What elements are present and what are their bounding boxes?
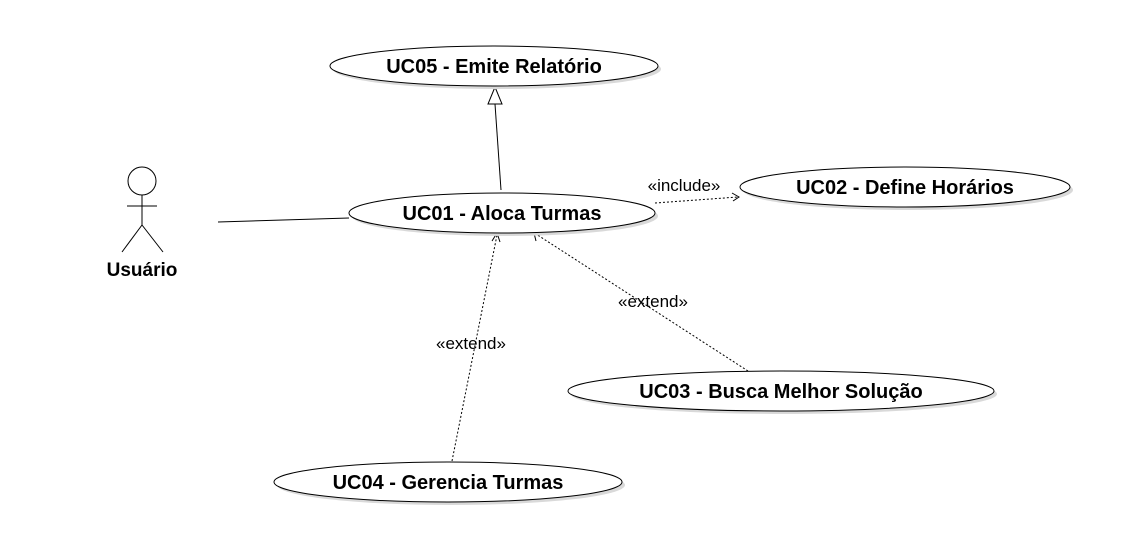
- use-case-uc02[interactable]: UC02 - Define Horários: [739, 166, 1073, 210]
- uc02-ellipse: [739, 166, 1071, 208]
- actor-left-leg: [121, 224, 143, 253]
- use-case-uc03[interactable]: UC03 - Busca Melhor Solução: [567, 370, 997, 414]
- generalization-line: [494, 103, 502, 191]
- actor-usuario[interactable]: Usuário: [107, 166, 178, 281]
- uc03-label: UC03 - Busca Melhor Solução: [639, 381, 922, 403]
- uc01-ellipse: [348, 192, 656, 234]
- include-line: [654, 196, 739, 204]
- uc05-label: UC05 - Emite Relatório: [386, 56, 602, 78]
- include-label: «include»: [648, 176, 721, 195]
- use-case-uc05[interactable]: UC05 - Emite Relatório: [329, 45, 661, 89]
- extend-line-uc04: [451, 234, 498, 462]
- include-arrowhead: [731, 192, 740, 202]
- generalization-arrowhead: [487, 85, 503, 105]
- uc04-ellipse: [273, 461, 623, 503]
- extend-label-uc03: «extend»: [618, 292, 688, 311]
- uc03-ellipse: [567, 370, 995, 412]
- use-case-uc04[interactable]: UC04 - Gerencia Turmas: [273, 461, 625, 505]
- uc02-label: UC02 - Define Horários: [796, 177, 1014, 199]
- actor-right-leg: [141, 224, 164, 253]
- use-case-uc01[interactable]: UC01 - Aloca Turmas: [348, 192, 658, 236]
- uc05-ellipse: [329, 45, 659, 87]
- association-line: [217, 217, 350, 223]
- uc04-label: UC04 - Gerencia Turmas: [333, 472, 564, 494]
- uc01-label: UC01 - Aloca Turmas: [403, 203, 602, 225]
- actor-head: [127, 166, 157, 196]
- actor-label: Usuário: [107, 260, 178, 281]
- extend-label-uc04: «extend»: [436, 334, 506, 353]
